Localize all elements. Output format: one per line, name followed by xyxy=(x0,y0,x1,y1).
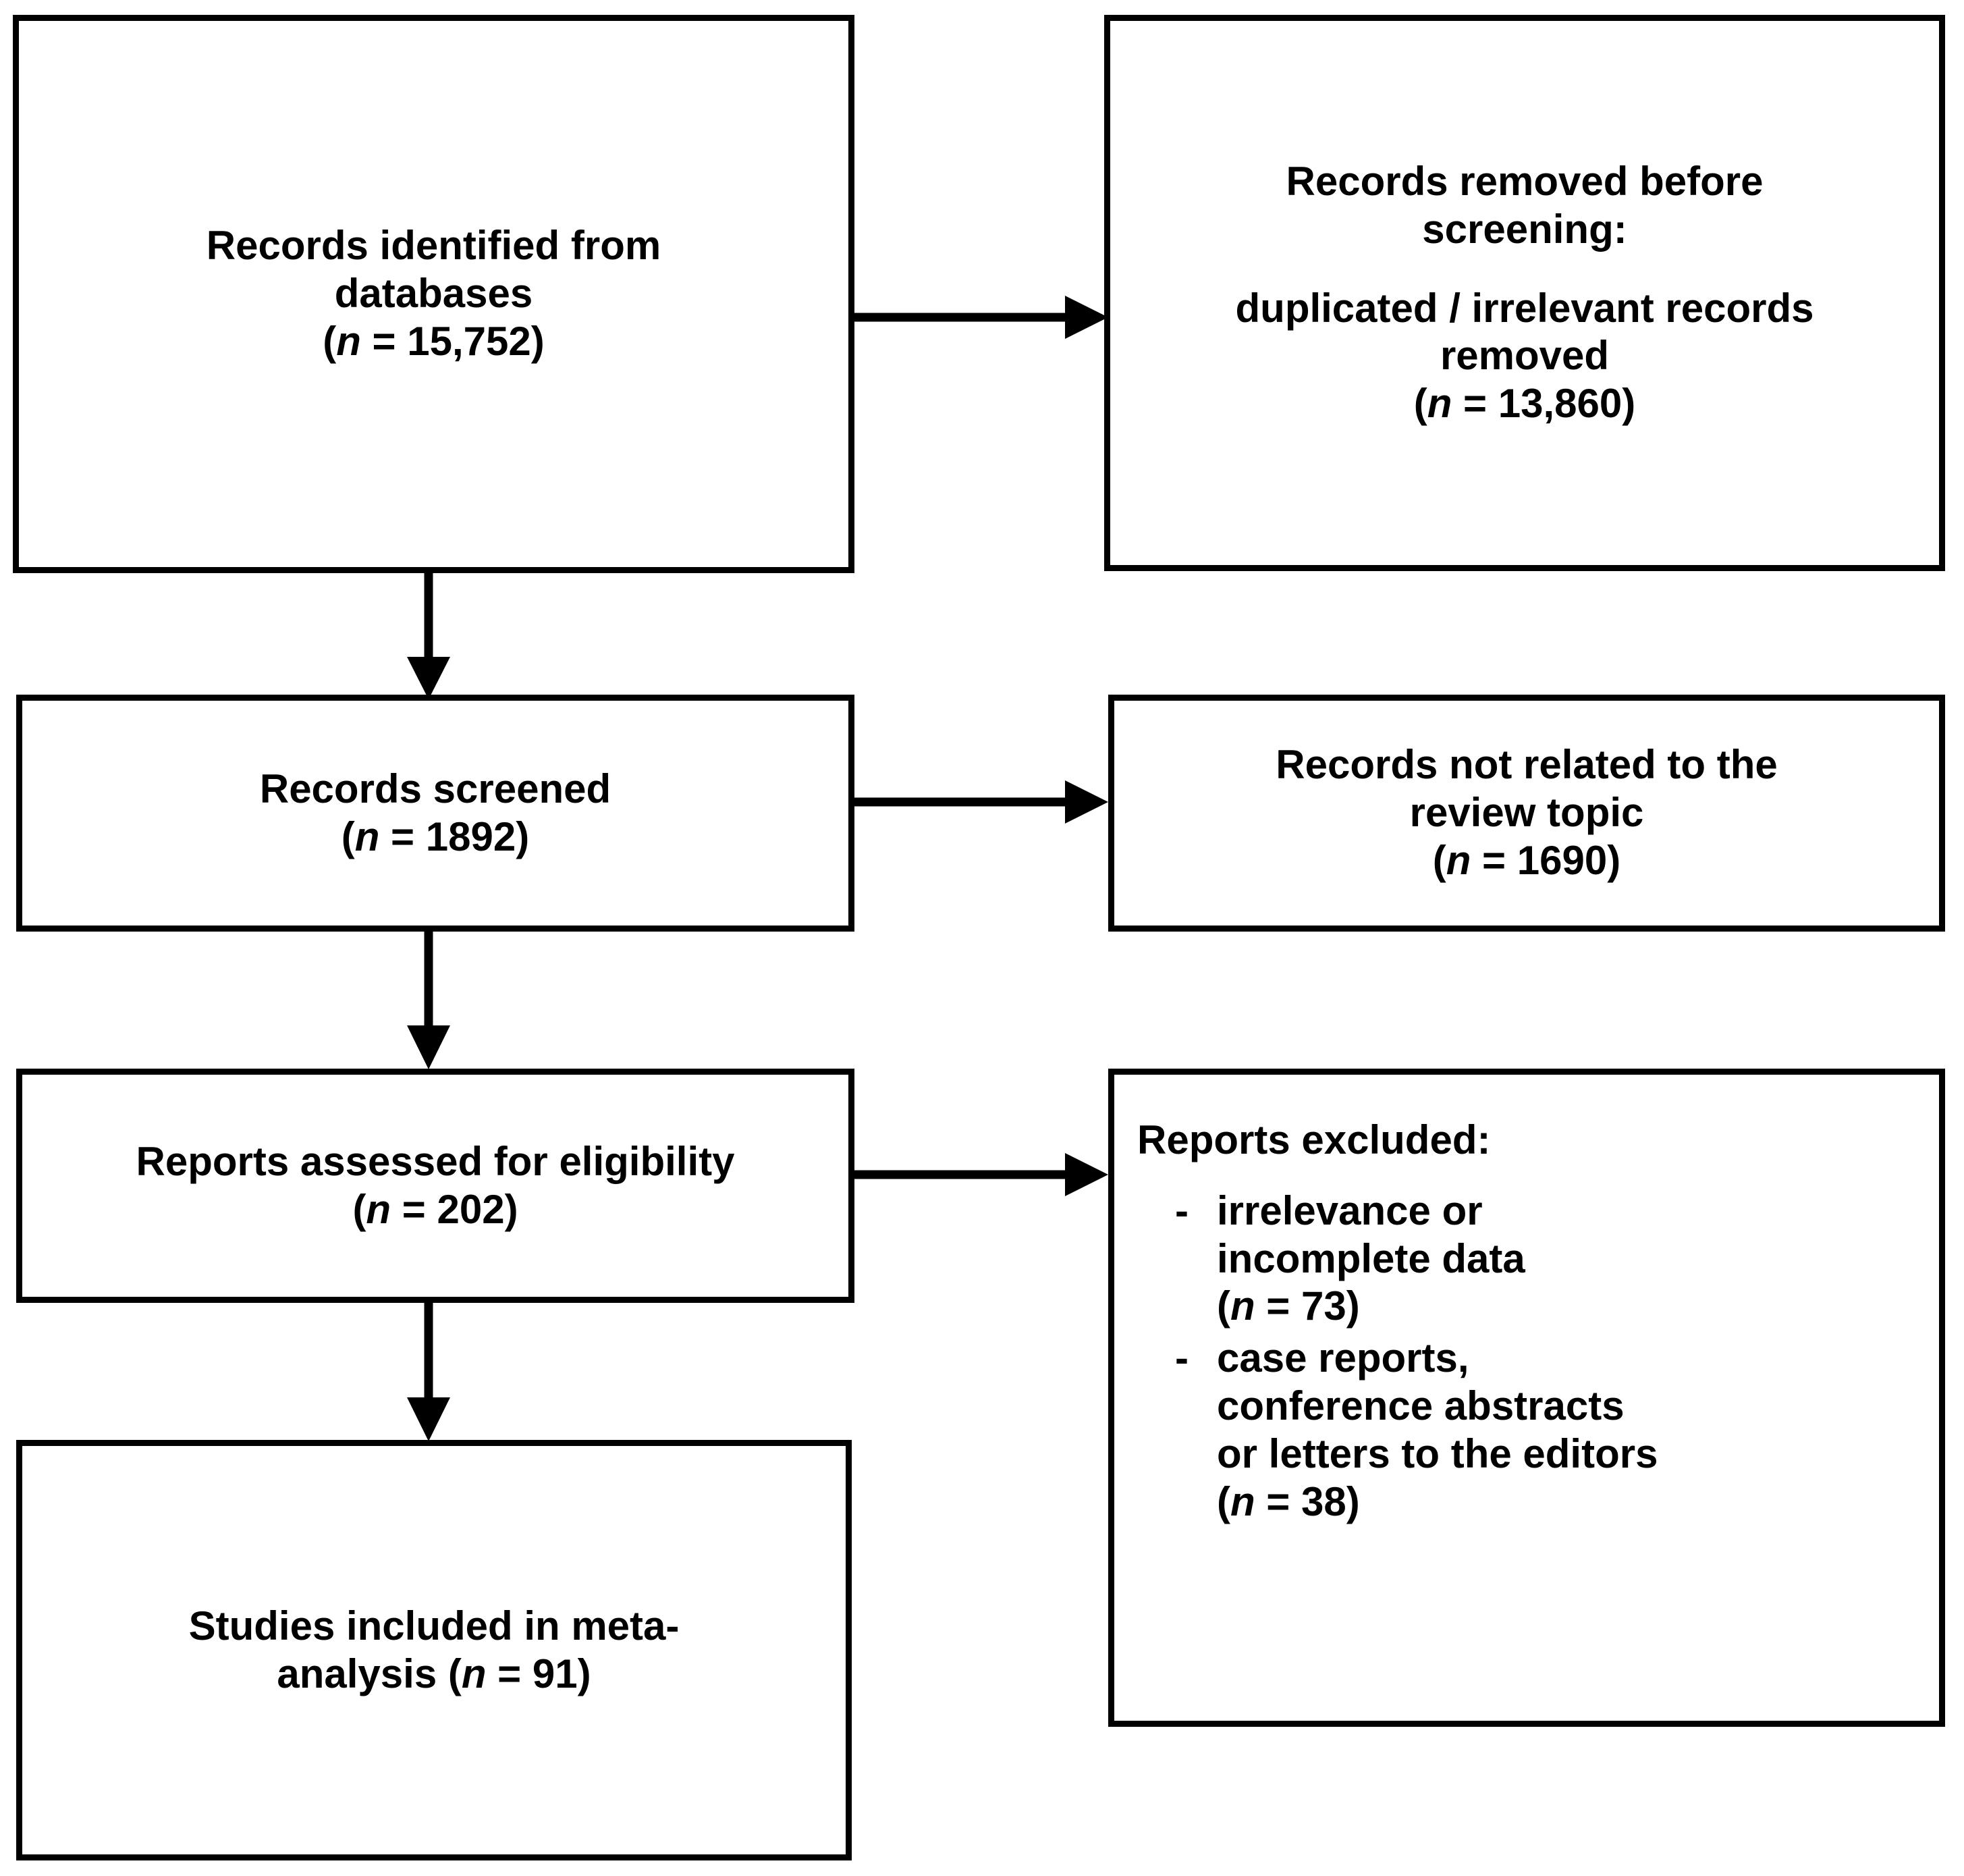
paren-open: ( xyxy=(352,1186,366,1232)
box-records-removed-before-screening: Records removed before screening: duplic… xyxy=(1104,15,1945,571)
bullet-dash-icon: - xyxy=(1175,1335,1189,1381)
n-symbol: n xyxy=(1427,381,1452,427)
equals-sign: = xyxy=(1452,381,1498,427)
n-symbol: n xyxy=(1230,1283,1255,1329)
bullet-dash-icon: - xyxy=(1175,1187,1189,1233)
equals-sign: = xyxy=(1255,1283,1302,1329)
box-records-screened: Records screened (n = 1892) xyxy=(16,695,854,932)
count-value: 38 xyxy=(1301,1478,1346,1524)
records-identified-count: (n = 15,752) xyxy=(36,318,831,366)
paren-open: ( xyxy=(1413,381,1427,427)
equals-sign: = xyxy=(360,318,408,364)
paren-open: ( xyxy=(1217,1283,1230,1329)
equals-sign: = xyxy=(391,1186,437,1232)
box-reports-assessed-eligibility: Reports assessed for eligibility (n = 20… xyxy=(16,1069,854,1303)
n-symbol: n xyxy=(1230,1478,1255,1524)
list-item: - case reports, conference abstracts or … xyxy=(1137,1335,1912,1526)
arrow-screened-to-not-related xyxy=(850,775,1114,829)
records-not-related-line2: review topic xyxy=(1409,790,1644,836)
paren-close: ) xyxy=(1346,1283,1360,1329)
records-not-related-count: (n = 1690) xyxy=(1132,837,1921,885)
records-screened-line1: Records screened xyxy=(259,766,611,811)
records-screened-count: (n = 1892) xyxy=(40,813,831,861)
excluded-item1-line1: irrelevance or xyxy=(1217,1187,1483,1233)
studies-included-line2: analysis (n = 91) xyxy=(40,1651,828,1698)
records-removed-count: (n = 13,860) xyxy=(1128,380,1921,428)
n-symbol: n xyxy=(336,318,361,364)
arrow-identified-to-screened xyxy=(402,567,456,702)
records-not-related-line1: Records not related to the xyxy=(1276,742,1778,788)
records-identified-line1: Records identified from xyxy=(206,223,661,269)
paren-close: ) xyxy=(530,318,545,364)
box-reports-excluded: Reports excluded: - irrelevance or incom… xyxy=(1108,1069,1945,1727)
excluded-item1-count: (n = 73) xyxy=(1217,1283,1912,1331)
count-value: 1690 xyxy=(1517,837,1608,883)
paren-open: ( xyxy=(323,318,337,364)
excluded-item2-line3: or letters to the editors xyxy=(1217,1430,1658,1476)
paren-close: ) xyxy=(504,1186,518,1232)
box-records-not-related: Records not related to the review topic … xyxy=(1108,695,1945,932)
equals-sign: = xyxy=(1471,837,1517,883)
equals-sign: = xyxy=(379,813,426,859)
paren-open: ( xyxy=(341,813,355,859)
arrow-eligibility-to-excluded xyxy=(850,1148,1114,1202)
count-value: 91 xyxy=(532,1651,578,1696)
n-symbol: n xyxy=(461,1651,487,1696)
arrow-eligibility-to-included xyxy=(402,1299,456,1444)
n-symbol: n xyxy=(354,813,380,859)
paren-close: ) xyxy=(1346,1478,1360,1524)
box-reports-assessed-content: Reports assessed for eligibility (n = 20… xyxy=(22,1138,848,1234)
box-records-identified-content: Records identified from databases (n = 1… xyxy=(19,222,848,365)
paren-close: ) xyxy=(1622,381,1636,427)
paren-open: ( xyxy=(1432,837,1446,883)
box-reports-excluded-content: Reports excluded: - irrelevance or incom… xyxy=(1114,1075,1939,1526)
count-value: 13,860 xyxy=(1498,381,1622,427)
records-removed-line4: removed xyxy=(1440,333,1610,379)
reports-assessed-count: (n = 202) xyxy=(40,1186,831,1234)
box-studies-included: Studies included in meta- analysis (n = … xyxy=(16,1440,852,1860)
records-identified-line2: databases xyxy=(334,271,533,317)
paren-close: ) xyxy=(1607,837,1621,883)
bullet-body: case reports, conference abstracts or le… xyxy=(1217,1335,1912,1526)
n-symbol: n xyxy=(366,1186,391,1232)
paren-close: ) xyxy=(577,1651,591,1696)
paragraph-gap xyxy=(1128,254,1921,285)
equals-sign: = xyxy=(486,1651,533,1696)
box-records-not-related-content: Records not related to the review topic … xyxy=(1114,741,1939,884)
count-value: 1892 xyxy=(425,813,516,859)
excluded-item2-count: (n = 38) xyxy=(1217,1478,1912,1526)
box-records-removed-content: Records removed before screening: duplic… xyxy=(1110,158,1939,428)
box-records-identified: Records identified from databases (n = 1… xyxy=(13,15,854,573)
paren-close: ) xyxy=(516,813,530,859)
reports-excluded-list: - irrelevance or incomplete data (n = 73… xyxy=(1137,1187,1912,1526)
list-item: - irrelevance or incomplete data (n = 73… xyxy=(1137,1187,1912,1331)
bullet-body: irrelevance or incomplete data (n = 73) xyxy=(1217,1187,1912,1331)
reports-assessed-line1: Reports assessed for eligibility xyxy=(136,1138,735,1184)
records-removed-line3: duplicated / irrelevant records xyxy=(1235,285,1814,331)
count-value: 202 xyxy=(437,1186,505,1232)
studies-included-line1: Studies included in meta- xyxy=(188,1603,680,1649)
arrow-identified-to-removed xyxy=(850,290,1114,344)
n-symbol: n xyxy=(1446,837,1471,883)
records-removed-line2: screening: xyxy=(1422,206,1627,252)
records-removed-line1: Records removed before xyxy=(1286,159,1764,204)
reports-excluded-heading: Reports excluded: xyxy=(1137,1117,1491,1162)
box-records-screened-content: Records screened (n = 1892) xyxy=(22,766,848,861)
count-value: 15,752 xyxy=(407,318,531,364)
paren-open: ( xyxy=(1217,1478,1230,1524)
excluded-item2-line1: case reports, xyxy=(1217,1335,1469,1381)
count-value: 73 xyxy=(1301,1283,1346,1329)
excluded-item1-line2: incomplete data xyxy=(1217,1235,1525,1281)
box-studies-included-content: Studies included in meta- analysis (n = … xyxy=(22,1603,846,1698)
excluded-item2-line2: conference abstracts xyxy=(1217,1383,1625,1428)
analysis-text: analysis ( xyxy=(277,1651,462,1696)
equals-sign: = xyxy=(1255,1478,1302,1524)
arrow-screened-to-eligibility xyxy=(402,928,456,1072)
